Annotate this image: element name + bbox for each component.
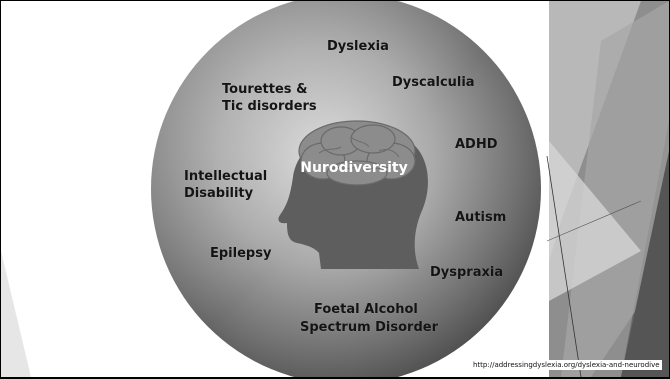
label-dyspraxia: Dyspraxia <box>430 264 503 281</box>
label-foetal-alcohol-line1: Foetal Alcohol <box>314 301 418 318</box>
center-label-nurodiversity: Nurodiversity <box>298 159 410 177</box>
label-autism: Autism <box>455 209 506 226</box>
label-epilepsy: Epilepsy <box>210 245 271 262</box>
label-adhd: ADHD <box>455 136 498 153</box>
label-dyslexia: Dyslexia <box>327 38 389 55</box>
label-dyscalculia: Dyscalculia <box>392 74 475 91</box>
label-intellectual-line1: Intellectual <box>184 168 267 185</box>
label-tourettes-line2: Tic disorders <box>222 98 317 115</box>
label-foetal-alcohol-line2: Spectrum Disorder <box>300 319 438 336</box>
source-url-text: http://addressingdyslexia.org/dyslexia-a… <box>471 360 662 370</box>
label-tourettes-line1: Tourettes & <box>222 81 307 98</box>
label-intellectual-line2: Disability <box>184 185 253 202</box>
